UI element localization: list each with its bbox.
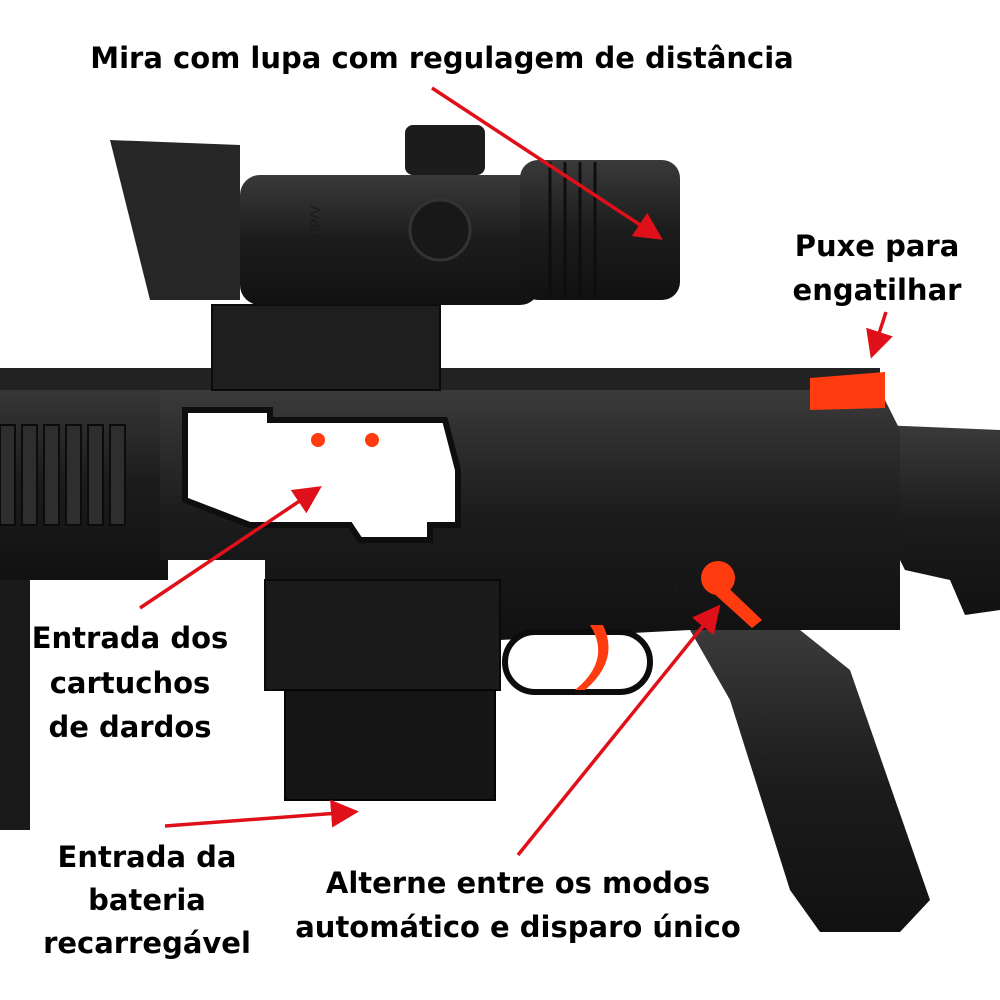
scope-logo: HP/V (307, 205, 323, 238)
elevation-knob[interactable] (405, 125, 485, 175)
darts-label-line3: de dardos (48, 710, 211, 744)
foregrip (0, 540, 30, 830)
handguard (0, 380, 168, 580)
pistol-grip (690, 630, 930, 932)
scope-label: Mira com lupa com regulagem de distância (90, 41, 794, 75)
caliber-text: Cal 5.56mmx45 (298, 647, 375, 659)
battery-label-line3: recarregável (43, 926, 251, 960)
darts-label-line1: Entrada dos (32, 621, 229, 655)
scope-mount (211, 304, 441, 391)
magazine-well (264, 579, 501, 691)
fire-selector[interactable] (701, 561, 762, 628)
arrow-scope (431, 86, 663, 240)
windage-knob[interactable] (408, 198, 472, 262)
dart-cartridge-window (182, 407, 461, 543)
orange-detail (311, 433, 325, 447)
brand-logo: HK (300, 588, 338, 618)
mode-label-line2: automático e disparo único (295, 910, 741, 944)
arrow-cocking (866, 311, 893, 359)
darts-label-line2: cartuchos (50, 666, 211, 700)
trigger-guard (502, 629, 653, 695)
model-text: HK416D (298, 624, 366, 644)
orange-detail (365, 433, 379, 447)
selector-auto-label: AUTO (654, 580, 690, 595)
trigger (575, 625, 609, 690)
selector-semi-label: SEMI (704, 540, 736, 555)
battery-magazine (284, 689, 496, 801)
cocking-label-line2: engatilhar (793, 273, 963, 307)
scope: HP/V (110, 125, 680, 305)
battery-label-line2: bateria (88, 883, 206, 917)
mode-label-line1: Alterne entre os modos (326, 866, 710, 900)
arrow-selector (516, 604, 721, 857)
arrow-battery (164, 799, 359, 828)
battery-label-line1: Entrada da (58, 840, 237, 874)
stock (880, 425, 1000, 615)
charging-handle[interactable] (810, 372, 885, 410)
cocking-label-line1: Puxe para (795, 229, 960, 263)
arrow-darts (139, 486, 322, 610)
selector-safe-label: SAFE (751, 580, 785, 595)
callout-arrows (139, 86, 893, 857)
